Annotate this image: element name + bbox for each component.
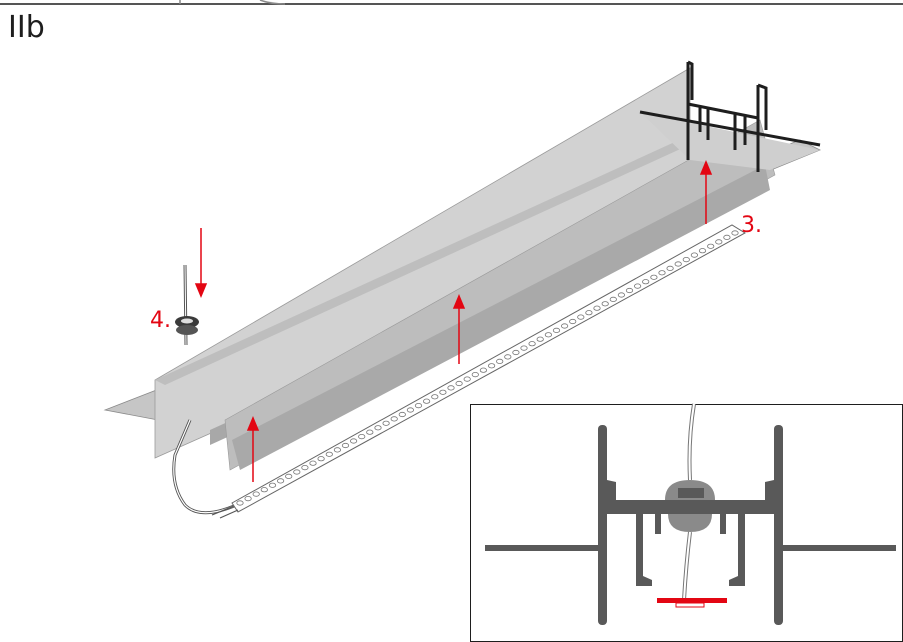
- led-dot: [431, 394, 439, 400]
- led-dot: [358, 433, 366, 440]
- led-dot: [512, 349, 520, 356]
- led-dot: [244, 495, 252, 502]
- figure-label: IIb: [8, 10, 45, 45]
- led-dot: [382, 420, 390, 426]
- aluminium-profile: [103, 60, 821, 471]
- arrow-up-icon-1: [246, 416, 260, 482]
- led-dot: [577, 314, 585, 320]
- led-dot: [293, 469, 301, 475]
- led-dot: [715, 239, 723, 245]
- led-dot: [560, 323, 569, 329]
- step-4-label: 4.: [150, 308, 171, 333]
- led-dot: [398, 411, 406, 418]
- arrows: [194, 160, 713, 482]
- profile-channel-shade: [232, 165, 770, 470]
- led-dot: [268, 482, 277, 488]
- led-strip: [172, 224, 746, 519]
- led-dot: [455, 380, 463, 387]
- led-dot: [731, 230, 739, 236]
- led-dot: [690, 252, 699, 258]
- led-dot: [479, 367, 487, 373]
- led-dot: [496, 358, 504, 364]
- led-dot: [260, 487, 268, 493]
- led-dot: [666, 265, 674, 271]
- led-dot: [414, 402, 423, 409]
- led-dot: [633, 283, 642, 289]
- led-dot: [674, 261, 682, 267]
- led-dot: [236, 500, 244, 506]
- led-dot: [317, 456, 325, 462]
- led-dot: [422, 398, 431, 404]
- inset-profile: [598, 425, 783, 625]
- led-dot: [650, 274, 658, 280]
- led-dot: [698, 248, 707, 254]
- led-dot: [723, 234, 731, 240]
- led-dot: [658, 270, 666, 276]
- led-dot: [301, 464, 309, 471]
- led-dot: [333, 447, 341, 453]
- inset-cross-section: [470, 403, 903, 642]
- led-dot: [341, 442, 350, 449]
- arrow-up-icon-2: [452, 294, 466, 364]
- led-dot: [447, 385, 455, 391]
- led-dot: [601, 301, 609, 307]
- led-dot: [349, 438, 358, 444]
- profile-ceiling-right: [640, 112, 820, 170]
- cable-with-grommet: [175, 264, 199, 346]
- led-dot: [544, 332, 553, 338]
- led-dot: [528, 341, 536, 347]
- led-dot: [504, 354, 512, 360]
- led-dot: [471, 371, 479, 378]
- led-dot: [285, 473, 293, 479]
- step-3-label: 3.: [741, 213, 762, 238]
- led-dot: [390, 416, 398, 422]
- inset-led-strip: [657, 598, 727, 603]
- led-dot: [617, 292, 626, 298]
- led-dot: [276, 478, 285, 484]
- arrow-up-icon-3: [699, 160, 713, 224]
- led-dot: [682, 256, 690, 263]
- led-dot: [552, 327, 561, 333]
- led-dot: [585, 310, 593, 316]
- led-dot: [593, 305, 601, 311]
- top-border: [0, 0, 903, 5]
- led-dot: [569, 318, 577, 325]
- led-dot: [406, 407, 414, 413]
- arrow-down-icon: [194, 228, 208, 298]
- led-dot: [325, 451, 333, 457]
- led-dot: [252, 491, 260, 497]
- led-dot: [374, 425, 382, 431]
- led-dot: [309, 460, 317, 466]
- led-dot: [520, 345, 528, 351]
- led-dot: [439, 389, 447, 395]
- inset-grommet: [665, 480, 715, 532]
- led-dot: [463, 376, 471, 382]
- led-dot: [625, 287, 634, 294]
- profile-outer-top: [155, 135, 700, 385]
- led-dot: [536, 336, 544, 342]
- led-dot: [707, 243, 715, 249]
- led-dot: [487, 363, 496, 369]
- profile-end-section: [639, 60, 821, 172]
- led-dot: [366, 429, 374, 435]
- led-dot: [609, 296, 617, 302]
- led-strip-tape: [231, 224, 746, 513]
- led-cable-tail: [211, 505, 239, 519]
- led-dot: [642, 279, 650, 285]
- led-cable-inner: [173, 419, 235, 514]
- led-dots: [236, 230, 739, 506]
